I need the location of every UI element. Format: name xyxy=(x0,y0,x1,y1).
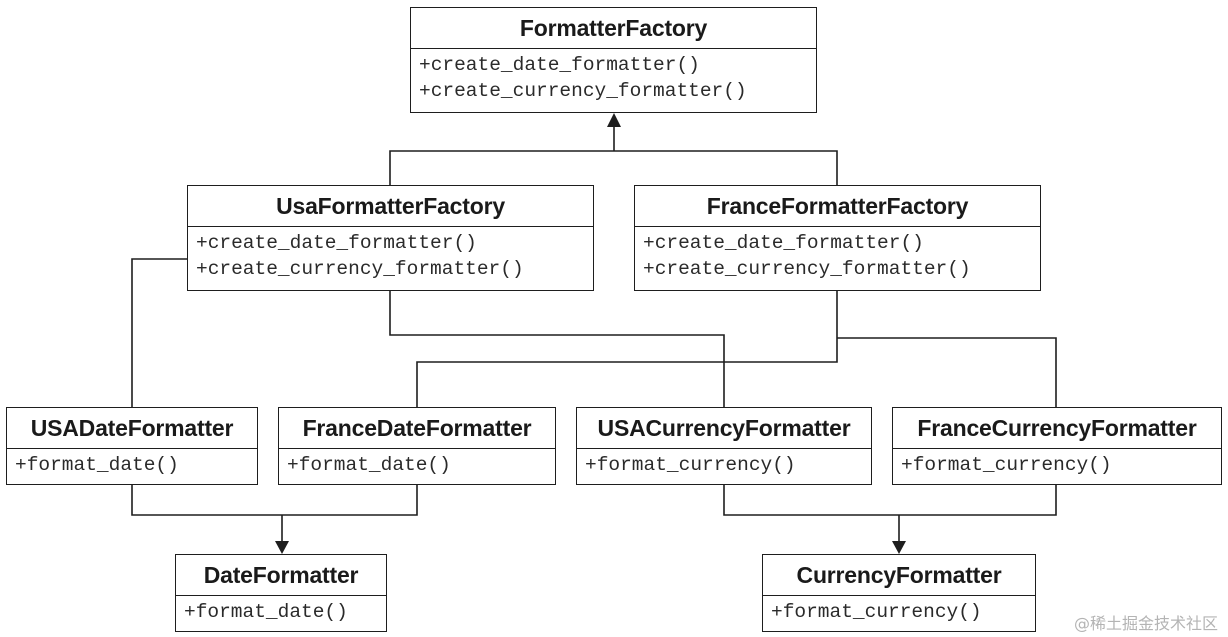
class-france-currency-formatter[interactable]: FranceCurrencyFormatter +format_currency… xyxy=(892,407,1222,485)
method-list: +create_date_formatter() +create_currenc… xyxy=(188,227,593,282)
class-name: FranceCurrencyFormatter xyxy=(893,408,1221,449)
method: +create_date_formatter() xyxy=(643,232,924,254)
method: +create_date_formatter() xyxy=(419,54,700,76)
class-name: FranceFormatterFactory xyxy=(635,186,1040,227)
method-list: +format_currency() xyxy=(893,449,1221,478)
usa-factory-to-usa-date-line xyxy=(131,258,187,407)
class-name: DateFormatter xyxy=(176,555,386,596)
method: +format_currency() xyxy=(901,454,1112,476)
class-france-date-formatter[interactable]: FranceDateFormatter +format_date() xyxy=(278,407,556,485)
arrowhead-date-formatter xyxy=(275,541,289,554)
date-implementations-line xyxy=(131,484,418,516)
method-list: +create_date_formatter() +create_currenc… xyxy=(411,49,816,104)
inheritance-usa-factory-line xyxy=(389,150,838,185)
watermark: @稀土掘金技术社区 xyxy=(1073,614,1218,633)
class-name: USADateFormatter xyxy=(7,408,257,449)
class-usa-date-formatter[interactable]: USADateFormatter +format_date() xyxy=(6,407,258,485)
method: +format_date() xyxy=(287,454,451,476)
method-list: +format_currency() xyxy=(577,449,871,478)
arrowhead-currency-formatter xyxy=(892,541,906,554)
arrowhead-formatter-factory xyxy=(607,113,621,127)
class-name: USACurrencyFormatter xyxy=(577,408,871,449)
method-list: +format_date() xyxy=(279,449,555,478)
class-currency-formatter[interactable]: CurrencyFormatter +format_currency() xyxy=(762,554,1036,632)
class-name: UsaFormatterFactory xyxy=(188,186,593,227)
method-list: +format_date() xyxy=(176,596,386,625)
method: +format_currency() xyxy=(585,454,796,476)
class-name: FormatterFactory xyxy=(411,8,816,49)
method-list: +format_currency() xyxy=(763,596,1035,625)
class-france-formatter-factory[interactable]: FranceFormatterFactory +create_date_form… xyxy=(634,185,1041,291)
class-usa-formatter-factory[interactable]: UsaFormatterFactory +create_date_formatt… xyxy=(187,185,594,291)
france-factory-to-france-currency-line xyxy=(837,337,1057,407)
class-date-formatter[interactable]: DateFormatter +format_date() xyxy=(175,554,387,632)
france-factory-to-france-date-line xyxy=(416,290,838,407)
class-name: CurrencyFormatter xyxy=(763,555,1035,596)
method-list: +create_date_formatter() +create_currenc… xyxy=(635,227,1040,282)
method: +create_currency_formatter() xyxy=(196,258,524,280)
method: +format_currency() xyxy=(771,601,982,623)
currency-implementations-line xyxy=(723,484,1057,516)
class-name: FranceDateFormatter xyxy=(279,408,555,449)
method: +create_currency_formatter() xyxy=(419,80,747,102)
method: +create_date_formatter() xyxy=(196,232,477,254)
class-usa-currency-formatter[interactable]: USACurrencyFormatter +format_currency() xyxy=(576,407,872,485)
method: +format_date() xyxy=(15,454,179,476)
method-list: +format_date() xyxy=(7,449,257,478)
class-formatter-factory[interactable]: FormatterFactory +create_date_formatter(… xyxy=(410,7,817,113)
method: +format_date() xyxy=(184,601,348,623)
method: +create_currency_formatter() xyxy=(643,258,971,280)
usa-factory-to-usa-currency-line xyxy=(389,290,725,407)
